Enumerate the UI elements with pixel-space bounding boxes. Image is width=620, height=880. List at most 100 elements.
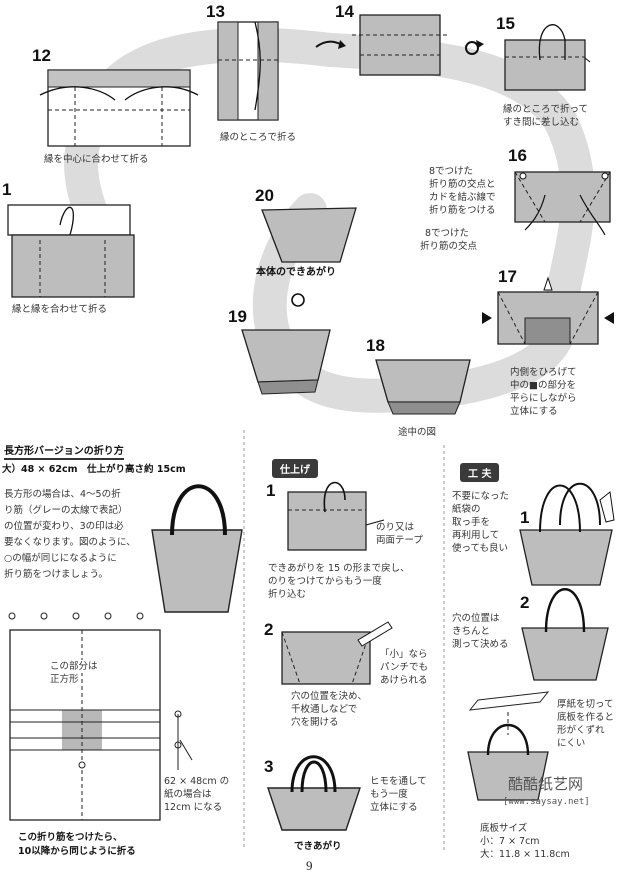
step18-caption: 途中の図: [398, 427, 437, 438]
finish1-diagram: [287, 481, 385, 551]
step19-number: 19: [228, 307, 247, 326]
tips1-text: 不要になった 紙袋の 取っ手を 再利用して 使っても良い: [452, 490, 522, 555]
step1-caption: 縁と縁を合わせて折る: [12, 304, 108, 315]
tips3-line-3: 形がくずれ: [557, 725, 605, 736]
board-size-block: 底板サイズ 小：7 × 7cm 大：11.8 × 11.8cm: [480, 822, 570, 861]
tips3-line-2: 底板を作ると: [557, 712, 615, 723]
step18-number: 18: [366, 336, 385, 355]
finish1-note-1: のり又は: [376, 522, 415, 533]
size-note-1: 62 × 48cm の: [164, 776, 230, 787]
step16-caption-b-1: 8でつけた: [425, 228, 470, 239]
board-size-title: 底板サイズ: [480, 823, 528, 834]
step15-diagram: [504, 24, 591, 91]
size-note-2: 紙の場合は: [164, 789, 212, 800]
rect-section-title: 長方形バージョンの折り方: [4, 442, 124, 460]
step20-number: 20: [255, 186, 274, 205]
step13-caption: 縁のところで折る: [220, 132, 297, 143]
rect-footer-2: 10以降から同じように折る: [18, 846, 136, 857]
rect-size-line: 大）48 × 62cm 仕上がり高さ約 15cm: [2, 464, 186, 475]
step1-number: 1: [2, 180, 12, 199]
step18-diagram: [375, 359, 471, 415]
step17-number: 17: [498, 267, 517, 286]
step16-caption-a-3: カドを結ぶ線で: [429, 192, 496, 203]
finish1-number: 1: [266, 481, 276, 500]
finish2-caption-3: 穴を開ける: [291, 717, 339, 728]
step17-caption-3: 平らにしながら: [510, 393, 577, 404]
finish1-caption-3: 折り込む: [268, 589, 307, 600]
tips1-line-3: 取っ手を: [452, 517, 491, 528]
rect-body-text: 長方形の場合は、4〜5の折 り筋（グレーの太線で表記） の位置が変わり、3の印は…: [4, 487, 154, 583]
watermark-url: [www.saysay.net]: [503, 797, 590, 807]
finish1-note-2: 両面テープ: [376, 535, 423, 546]
step15-caption-2: すき間に差し込む: [503, 117, 580, 128]
tips2-line-2: きちんと: [452, 626, 491, 637]
step16-number: 16: [508, 146, 527, 165]
rect-body-line-2: り筋（グレーの太線で表記）: [4, 505, 128, 516]
finish2-caption-2: 千枚通しなどで: [291, 704, 358, 715]
finish2-note-1: 「小」なら: [380, 649, 428, 660]
finish1-caption-2: のりをつけてからもう一度: [268, 576, 382, 587]
rect-body-line-1: 長方形の場合は、4〜5の折: [4, 489, 121, 500]
tips2-line-1: 穴の位置は: [452, 613, 500, 624]
rect-body-line-4: 要なくなります。図のように、: [4, 537, 136, 548]
tips3-line-1: 厚紙を切って: [557, 699, 614, 710]
step16-diagram: [514, 171, 611, 236]
finish2-diagram: [281, 621, 393, 685]
step15-number: 15: [496, 14, 515, 33]
tips3-text: 厚紙を切って 底板を作ると 形がくずれ にくい: [557, 698, 619, 750]
finish3-caption: できあがり: [294, 841, 342, 852]
step16-caption-a-2: 折り筋の交点と: [429, 179, 496, 190]
page-number: 9: [306, 858, 313, 873]
step12-diagram: [39, 69, 199, 147]
rect-footer-1: この折り筋をつけたら、: [18, 832, 123, 843]
finish3-note-3: 立体にする: [370, 802, 418, 813]
finish-section-title: 仕上げ: [272, 459, 318, 478]
tips1-line-1: 不要になった: [452, 491, 510, 502]
finish2-note-2: パンチでも: [380, 662, 428, 673]
rect-bag-illustration: [151, 484, 243, 613]
step20-caption: 本体のできあがり: [256, 267, 336, 278]
tips2-number: 2: [520, 593, 530, 612]
step17-caption-2: 中の■の部分を: [510, 380, 576, 391]
tips3-line-4: にくい: [557, 738, 586, 749]
finish2-caption-1: 穴の位置を決め、: [291, 691, 368, 702]
step17-diagram: [482, 276, 614, 345]
tips1-number: 1: [520, 508, 530, 527]
tips-section-title: 工 夫: [460, 463, 500, 482]
square-label-2: 正方形: [50, 673, 79, 686]
tips1-line-5: 使っても良い: [452, 543, 509, 554]
square-label-1: この部分は: [50, 660, 98, 673]
step1-diagram: [7, 204, 135, 298]
tips2-diagram: [521, 588, 609, 681]
step12-caption: 縁を中心に合わせて折る: [44, 154, 149, 165]
tips1-diagram: [519, 482, 615, 586]
tips2-line-3: 測って決める: [452, 639, 509, 650]
step15-caption-1: 縁のところで折って: [503, 104, 589, 115]
watermark-name: 酷酷纸艺网: [508, 775, 584, 793]
finish3-diagram: [267, 755, 361, 831]
finish3-note-2: もう一度: [370, 789, 408, 800]
step16-caption-a-1: 8でつけた: [429, 166, 474, 177]
step19-diagram: [241, 329, 331, 395]
board-size-small: 小：7 × 7cm: [480, 836, 540, 847]
rect-body-line-6: 折り筋をつけましょう。: [4, 569, 108, 580]
step14-diagram: [352, 14, 448, 76]
step14-number: 14: [335, 2, 354, 21]
step17-caption-4: 立体にする: [510, 406, 558, 417]
step16-caption-a-4: 折り筋をつける: [429, 205, 496, 216]
rect-body-line-5: ○の幅が同じになるように: [4, 553, 117, 564]
finish2-note-3: あけられる: [380, 675, 428, 686]
tips1-line-4: 再利用して: [452, 530, 500, 541]
rect-body-line-3: の位置が変わり、3の印は必: [4, 521, 124, 532]
step13-number: 13: [206, 2, 225, 21]
step13-diagram: [217, 21, 279, 121]
step12-number: 12: [32, 46, 51, 65]
size-note-3: 12cm になる: [164, 802, 223, 813]
step16-caption-b-2: 折り筋の交点: [420, 241, 478, 252]
board-size-large: 大：11.8 × 11.8cm: [480, 849, 570, 860]
finish1-caption-1: できあがりを 15 の形まで戻し、: [268, 563, 410, 574]
finish3-note-1: ヒモを通して: [370, 776, 427, 787]
finish3-number: 3: [264, 757, 274, 776]
step20-diagram: [261, 207, 357, 263]
